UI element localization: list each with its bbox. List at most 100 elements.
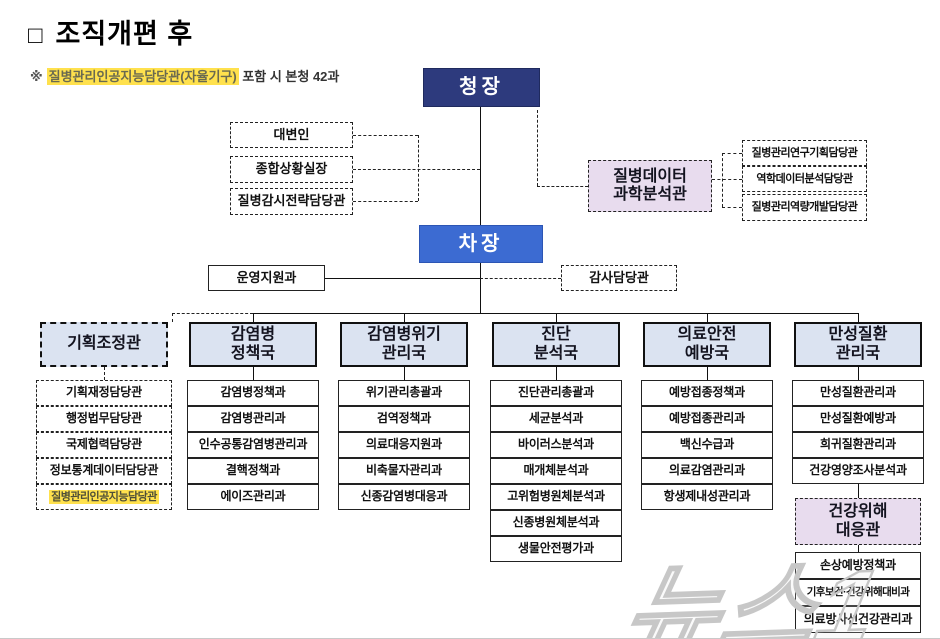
connector-line xyxy=(707,367,708,380)
dept-label: 예방접종관리과 xyxy=(669,411,745,426)
connector-line xyxy=(858,367,859,380)
bureau-label: 관리국 xyxy=(381,344,427,362)
connector-line xyxy=(172,313,253,314)
connector-line xyxy=(537,186,588,187)
bureau-label: 만성질환 xyxy=(828,326,888,344)
office-label: 운영지원과 xyxy=(236,269,297,285)
connector-line xyxy=(253,313,858,314)
dept-label: 에이즈관리과 xyxy=(220,489,286,504)
connector-line xyxy=(404,313,405,322)
dept-box: 기후보건·건강위해대비과 xyxy=(795,579,921,606)
dept-box: 손상예방정책과 xyxy=(795,552,921,579)
dept-label: 바이러스분석과 xyxy=(518,437,594,452)
dept-label: 백신수급과 xyxy=(679,437,735,452)
bureau-label: 예방국 xyxy=(684,344,730,362)
audit-office-box: 감사담당관 xyxy=(561,265,677,291)
dept-box: 정보통계데이터담당관 xyxy=(36,458,172,484)
connector-line xyxy=(480,107,481,225)
chief-label: 청장 xyxy=(459,76,504,98)
dept-label: 세균분석과 xyxy=(528,411,584,426)
connector-line xyxy=(722,153,723,207)
bureau-label: 분석국 xyxy=(533,344,579,362)
connector-line xyxy=(722,207,742,208)
data-science-office-box: 질병데이터 과학분석관 xyxy=(588,160,712,212)
footnote-rest: 포함 시 본청 42과 xyxy=(238,69,340,84)
dept-label: 만성질환예방과 xyxy=(820,411,896,426)
dept-label: 의료감염관리과 xyxy=(669,463,745,478)
connector-line xyxy=(325,278,480,279)
connector-line xyxy=(253,367,254,380)
dept-box: 의료감염관리과 xyxy=(641,458,773,484)
connector-line xyxy=(858,313,859,322)
connector-line xyxy=(418,135,419,201)
dept-box: 건강영양조사분석과 xyxy=(792,458,924,484)
dept-label: 고위험병원체분석과 xyxy=(507,489,605,504)
dept-label: 손상예방정책과 xyxy=(820,557,896,572)
bureau-header-planning: 기획조정관 xyxy=(40,322,168,367)
square-bullet-icon: □ xyxy=(28,22,44,49)
dept-box: 감염병관리과 xyxy=(187,406,319,432)
dept-label: 정보통계데이터담당관 xyxy=(49,463,159,478)
dept-box: 신종병원체분석과 xyxy=(490,510,622,536)
dept-box: 만성질환관리과 xyxy=(792,380,924,406)
dept-box: 희귀질환관리과 xyxy=(792,432,924,458)
connector-line xyxy=(537,110,538,186)
surveillance-strategy-box: 질병감시전략담당관 xyxy=(230,188,353,215)
office-label: 종합상황실장 xyxy=(255,161,328,177)
connector-line xyxy=(556,367,557,380)
office-label-line1: 건강위해 xyxy=(828,503,888,521)
dept-box: 행정법무담당관 xyxy=(36,406,172,432)
dept-label: 위기관리총괄과 xyxy=(366,385,442,400)
connector-line xyxy=(404,367,405,380)
dept-label: 매개체분석과 xyxy=(523,463,589,478)
dept-box: 신종감염병대응과 xyxy=(338,484,470,510)
dept-label: 국제협력담당관 xyxy=(66,437,142,452)
deputy-box: 차장 xyxy=(419,225,543,263)
dept-box: 감염병정책과 xyxy=(187,380,319,406)
spokesperson-box: 대변인 xyxy=(230,122,353,148)
dept-label: 진단관리총괄과 xyxy=(518,385,594,400)
health-hazard-office-box: 건강위해 대응관 xyxy=(795,498,921,545)
connector-line xyxy=(480,263,481,314)
bureau-label: 정책국 xyxy=(230,344,276,362)
connector-line xyxy=(104,367,105,380)
research-planning-box: 질병관리연구기획담당관 xyxy=(742,140,867,166)
bureau-label: 관리국 xyxy=(835,344,881,362)
dept-label: 검역정책과 xyxy=(376,411,432,426)
page-title-text: 조직개편 후 xyxy=(55,19,194,49)
dept-box: 기획재정담당관 xyxy=(36,380,172,406)
office-label: 질병관리역량개발담당관 xyxy=(751,201,858,214)
dept-box: 비축물자관리과 xyxy=(338,458,470,484)
dept-label: 행정법무담당관 xyxy=(66,411,142,426)
dept-box: 의료방사선건강관리과 xyxy=(795,606,921,633)
connector-line xyxy=(858,545,859,552)
dept-label: 감염병관리과 xyxy=(220,411,286,426)
deputy-label: 차장 xyxy=(458,232,504,255)
dept-label: 생물안전평가과 xyxy=(518,541,594,556)
situation-room-box: 종합상황실장 xyxy=(230,156,353,183)
office-label: 질병감시전략담당관 xyxy=(237,193,346,209)
dept-label: 결핵정책과 xyxy=(225,463,281,478)
dept-box: 만성질환예방과 xyxy=(792,406,924,432)
dept-box: 항생제내성관리과 xyxy=(641,484,773,510)
dept-box: 인수공통감염병관리과 xyxy=(187,432,319,458)
connector-line xyxy=(712,179,742,180)
connector-line xyxy=(722,153,742,154)
epi-data-analysis-box: 역학데이터분석담당관 xyxy=(742,166,867,192)
dept-box: 에이즈관리과 xyxy=(187,484,319,510)
connector-line xyxy=(353,201,418,202)
page-title: □ 조직개편 후 xyxy=(28,12,193,51)
connector-line xyxy=(480,278,561,279)
office-label: 대변인 xyxy=(273,126,310,142)
dept-box: 바이러스분석과 xyxy=(490,432,622,458)
bureau-label: 의료안전 xyxy=(677,326,737,344)
dept-label: 예방접종정책과 xyxy=(669,385,745,400)
dept-box: 결핵정책과 xyxy=(187,458,319,484)
dept-label: 비축물자관리과 xyxy=(366,463,442,478)
connector-line xyxy=(353,135,418,136)
dept-box: 백신수급과 xyxy=(641,432,773,458)
footnote-highlight: 질병관리인공지능담당관(자율기구) xyxy=(46,68,239,85)
